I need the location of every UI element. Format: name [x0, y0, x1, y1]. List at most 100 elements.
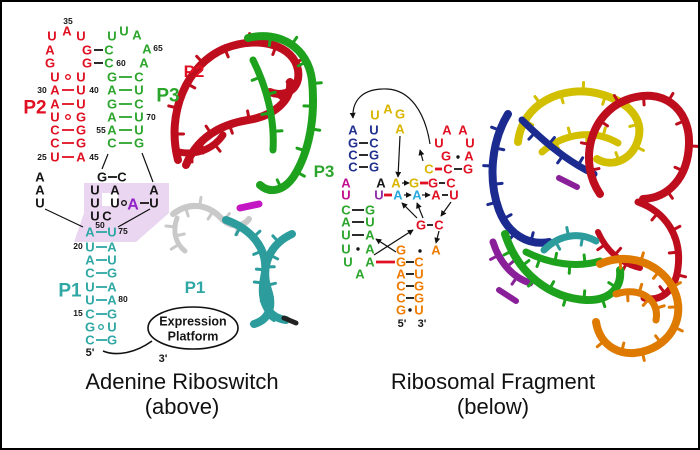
- base-stick: [598, 119, 610, 128]
- riboswitch-glyph: A: [149, 183, 159, 198]
- base-stick: [553, 239, 562, 251]
- base-stick: [672, 325, 684, 333]
- base-stick: [252, 249, 264, 256]
- riboswitch-glyph: U: [134, 123, 143, 138]
- base-stick: [195, 54, 205, 65]
- base-stick: [223, 47, 230, 59]
- riboswitch-glyph: 15: [73, 308, 83, 318]
- rna-ribbon: [281, 315, 299, 326]
- base-stick: [637, 282, 644, 295]
- caption-title: Ribosomal Fragment: [390, 369, 596, 394]
- riboswitch-glyph: G: [134, 136, 144, 151]
- ribosomal-glyph: A: [348, 123, 358, 138]
- base-stick: [613, 246, 623, 257]
- base-stick: [234, 225, 243, 237]
- ribosomal-glyph: C: [424, 162, 434, 177]
- base-stick: [486, 200, 498, 207]
- base-stick: [491, 181, 504, 186]
- base-stick: [265, 281, 277, 287]
- base-stick: [164, 224, 177, 229]
- caption-title: Adenine Riboswitch: [85, 369, 279, 394]
- expression-platform-bubble: [147, 306, 239, 350]
- rna-ribbon: [488, 110, 553, 247]
- base-stick: [271, 129, 284, 133]
- riboswitch-glyph: C: [104, 43, 114, 58]
- riboswitch-glyph: C: [85, 333, 95, 348]
- ribosomal-glyph: G: [365, 203, 375, 218]
- ribosomal-glyph: U: [374, 188, 383, 203]
- rna-ribbon: [244, 32, 318, 195]
- base-stick: [527, 277, 536, 288]
- base-stick: [252, 280, 265, 285]
- riboswitch-glyph: 30: [37, 85, 47, 95]
- base-stick: [527, 131, 537, 141]
- ribosomal-glyph: G: [463, 162, 473, 177]
- riboswitch-wobble-circle: [65, 113, 72, 120]
- rna-ribbon: [236, 200, 263, 212]
- caption-ribosomal-fragment: Ribosomal Fragment (below): [391, 369, 595, 419]
- base-stick: [620, 341, 626, 354]
- riboswitch-glyph: C: [107, 136, 117, 151]
- ribosomal-glyph: C: [348, 148, 358, 163]
- ribosomal-glyph: A: [431, 188, 441, 203]
- riboswitch-glyph: 75: [118, 226, 128, 236]
- base-stick: [489, 253, 501, 261]
- riboswitch-glyph: P3: [314, 162, 335, 181]
- ribosomal-pair-dot: [356, 247, 360, 251]
- base-stick: [576, 156, 585, 168]
- ribosomal-glyph: G: [409, 176, 419, 191]
- rna-ribbon: [556, 175, 580, 190]
- base-stick: [667, 250, 680, 255]
- riboswitch-glyph: U: [50, 70, 59, 85]
- ribosomal-glyph: U: [414, 303, 423, 318]
- riboswitch-glyph: G: [82, 43, 92, 58]
- riboswitch-glyph: G: [107, 70, 117, 85]
- base-stick: [675, 119, 687, 126]
- riboswitch-glyph: A: [107, 240, 117, 255]
- riboswitch-glyph: U: [47, 29, 56, 44]
- riboswitch-glyph: P1: [185, 278, 206, 297]
- base-stick: [562, 295, 568, 307]
- riboswitch-glyph: G: [85, 320, 95, 335]
- riboswitch-glyph: C: [117, 170, 127, 185]
- ribosomal-glyph: G: [395, 107, 405, 122]
- base-stick: [268, 253, 280, 261]
- base-stick: [559, 92, 565, 105]
- ribosomal-glyph: U: [370, 108, 379, 123]
- ribosomal-glyph: A: [341, 215, 351, 230]
- riboswitch-glyph: 20: [73, 241, 83, 251]
- ribosomal-glyph: A: [391, 176, 401, 191]
- riboswitch-glyph: U: [134, 83, 143, 98]
- base-stick: [250, 75, 263, 82]
- riboswitch-wobble-circle: [97, 324, 104, 331]
- ribosomal-glyph: A: [393, 188, 403, 203]
- ribosomal-glyph: A: [431, 243, 441, 258]
- ribosomal-glyph: G: [414, 291, 424, 306]
- base-stick: [547, 136, 556, 146]
- riboswitch-glyph: 5': [86, 347, 95, 359]
- ribosomal-glyph: U: [341, 228, 350, 243]
- riboswitch-glyph: A: [107, 110, 117, 125]
- base-stick: [206, 209, 215, 221]
- caption-subtitle: (above): [144, 394, 220, 419]
- ribosomal-glyph: A: [395, 122, 405, 137]
- ribosomal-arrow: [395, 135, 402, 178]
- riboswitch-glyph: U: [107, 29, 116, 44]
- base-stick: [198, 195, 203, 208]
- junction-highlight: [74, 183, 169, 242]
- ribosomal-glyph: C: [434, 218, 444, 233]
- riboswitch-glyph: U: [76, 97, 85, 112]
- rna-ribbon: [612, 288, 660, 324]
- riboswitch-glyph: 60: [116, 58, 126, 68]
- ribosomal-glyph: G: [348, 136, 358, 151]
- riboswitch-glyph: A: [85, 225, 95, 240]
- base-stick: [596, 242, 607, 252]
- riboswitch-glyph: G: [107, 97, 117, 112]
- riboswitch-glyph: 50: [95, 220, 105, 230]
- riboswitch-glyph: 25: [37, 152, 47, 162]
- ribosomal-glyph: U: [369, 123, 378, 138]
- ribosomal-glyph: 3': [418, 318, 427, 330]
- base-stick: [579, 141, 592, 147]
- riboswitch-glyph: U: [90, 183, 99, 198]
